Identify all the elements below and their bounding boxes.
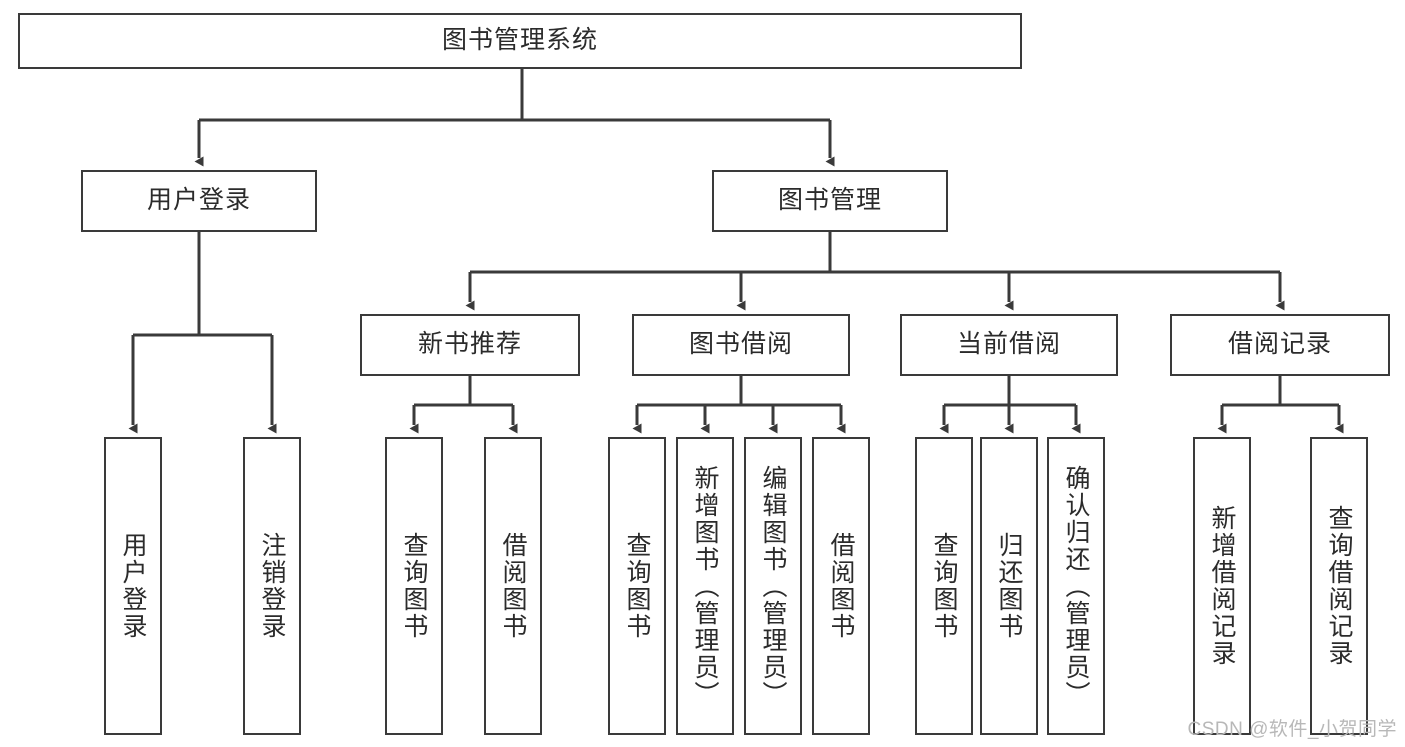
node-level2-node-1[interactable]: 图书管理 bbox=[712, 170, 948, 232]
node-label: 借阅图书 bbox=[499, 532, 527, 640]
node-label: 用户登录 bbox=[119, 532, 147, 640]
node-label: 新增图书（管理员） bbox=[691, 464, 719, 708]
node-level3-node-0[interactable]: 新书推荐 bbox=[360, 314, 580, 376]
node-label: 查询借阅记录 bbox=[1325, 505, 1353, 667]
node-level2-node-0[interactable]: 用户登录 bbox=[81, 170, 317, 232]
node-leaf-2[interactable]: 查询图书 bbox=[385, 437, 443, 735]
node-label: 新增借阅记录 bbox=[1208, 505, 1236, 667]
node-leaf-10[interactable]: 确认归还（管理员） bbox=[1047, 437, 1105, 735]
node-label: 用户登录 bbox=[146, 186, 251, 215]
node-leaf-8[interactable]: 查询图书 bbox=[915, 437, 973, 735]
node-leaf-5[interactable]: 新增图书（管理员） bbox=[676, 437, 734, 735]
node-leaf-6[interactable]: 编辑图书（管理员） bbox=[744, 437, 802, 735]
node-leaf-9[interactable]: 归还图书 bbox=[980, 437, 1038, 735]
node-label: 归还图书 bbox=[995, 532, 1023, 640]
node-label: 注销登录 bbox=[258, 532, 286, 640]
node-leaf-7[interactable]: 借阅图书 bbox=[812, 437, 870, 735]
node-label: 借阅记录 bbox=[1227, 330, 1332, 359]
node-leaf-12[interactable]: 查询借阅记录 bbox=[1310, 437, 1368, 735]
node-level3-node-1[interactable]: 图书借阅 bbox=[632, 314, 850, 376]
node-label: 查询图书 bbox=[930, 532, 958, 640]
node-label: 当前借阅 bbox=[956, 330, 1061, 359]
node-level3-node-2[interactable]: 当前借阅 bbox=[900, 314, 1118, 376]
node-label: 编辑图书（管理员） bbox=[759, 464, 787, 708]
node-label: 查询图书 bbox=[623, 532, 651, 640]
node-leaf-1[interactable]: 注销登录 bbox=[243, 437, 301, 735]
node-label: 确认归还（管理员） bbox=[1062, 464, 1090, 708]
node-root-label: 图书管理系统 bbox=[441, 26, 598, 55]
node-label: 借阅图书 bbox=[827, 532, 855, 640]
node-leaf-3[interactable]: 借阅图书 bbox=[484, 437, 542, 735]
node-leaf-11[interactable]: 新增借阅记录 bbox=[1193, 437, 1251, 735]
node-label: 图书借阅 bbox=[688, 330, 793, 359]
node-level3-node-3[interactable]: 借阅记录 bbox=[1170, 314, 1390, 376]
node-leaf-4[interactable]: 查询图书 bbox=[608, 437, 666, 735]
node-root[interactable]: 图书管理系统 bbox=[18, 13, 1022, 69]
node-label: 查询图书 bbox=[400, 532, 428, 640]
node-leaf-0[interactable]: 用户登录 bbox=[104, 437, 162, 735]
node-label: 新书推荐 bbox=[417, 330, 522, 359]
node-label: 图书管理 bbox=[777, 186, 882, 215]
